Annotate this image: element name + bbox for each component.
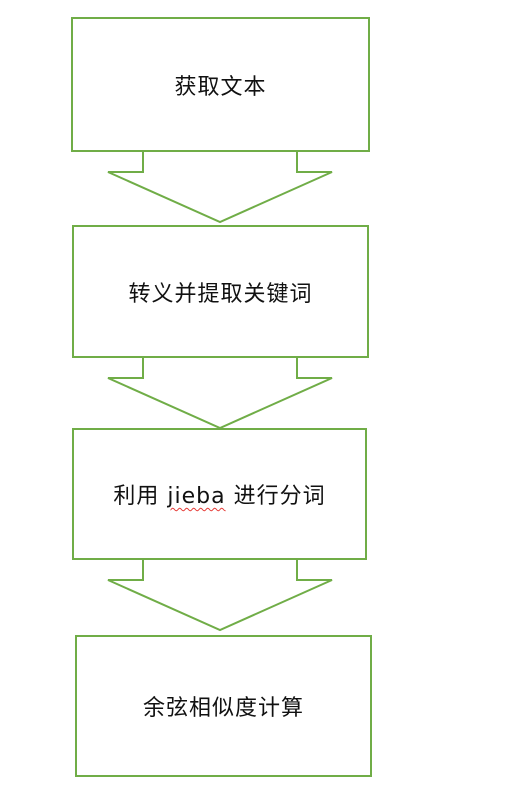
- step-get-text-label: 获取文本: [174, 74, 267, 100]
- jieba-spellcheck-word: jieba: [167, 484, 226, 509]
- step-escape-extract-box: 转义并提取关键词: [72, 225, 369, 358]
- step-jieba-segment-box: 利用 jieba 进行分词: [72, 428, 367, 560]
- step-cosine-similarity-label: 余弦相似度计算: [142, 696, 304, 721]
- down-arrow-2: [107, 355, 333, 430]
- step-get-text-box: 获取文本: [71, 17, 370, 152]
- step-cosine-similarity-box: 余弦相似度计算: [75, 635, 372, 777]
- step-jieba-suffix: 进行分词: [225, 484, 326, 509]
- down-arrow-1: [107, 149, 333, 224]
- step-jieba-segment-label: 利用 jieba 进行分词: [113, 478, 325, 510]
- step-escape-extract-label: 转义并提取关键词: [128, 281, 313, 307]
- down-arrow-3: [107, 557, 333, 632]
- step-jieba-prefix: 利用: [113, 484, 168, 509]
